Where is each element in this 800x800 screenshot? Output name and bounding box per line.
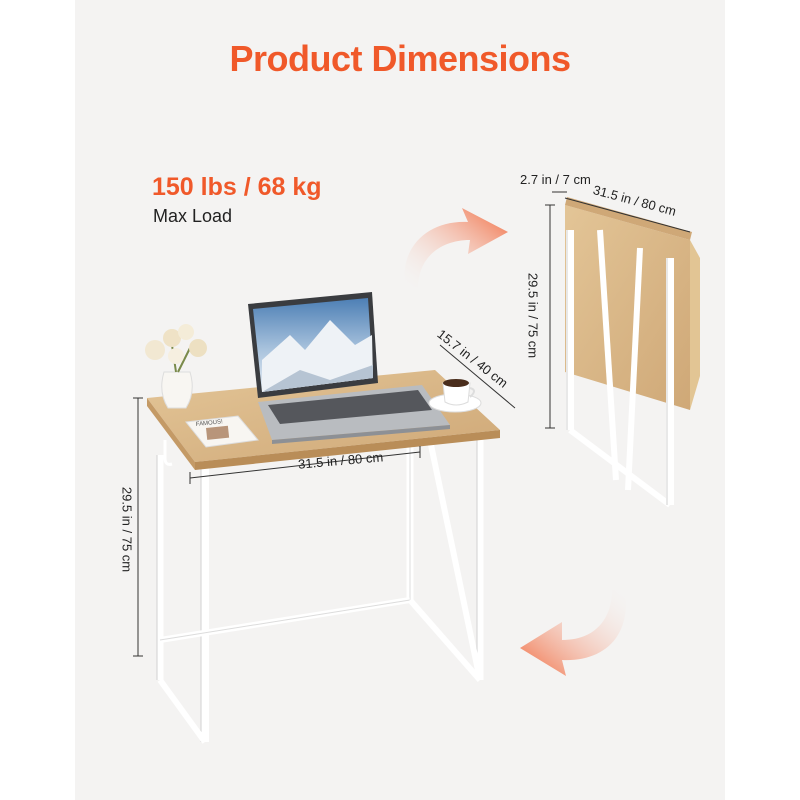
folded-width-dimension-line bbox=[564, 197, 691, 233]
max-load-label: Max Load bbox=[153, 206, 233, 226]
folded-height-label: 29.5 in / 75 cm bbox=[525, 272, 541, 359]
folded-desk bbox=[565, 197, 700, 508]
rotate-arrow-bottom-icon bbox=[520, 590, 626, 676]
open-desk: FAMOUS! bbox=[145, 292, 500, 744]
book-title: FAMOUS! bbox=[196, 419, 224, 428]
open-depth-dimension-line bbox=[439, 344, 516, 409]
folded-thickness-label: 2.7 in / 7 cm bbox=[520, 172, 591, 187]
open-height-label: 29.5 in / 75 cm bbox=[119, 486, 135, 573]
rotate-arrow-top-icon bbox=[404, 208, 508, 288]
page-title: Product Dimensions bbox=[229, 38, 571, 79]
open-width-dimension-line bbox=[189, 446, 421, 484]
max-load-value: 150 lbs / 68 kg bbox=[152, 173, 322, 201]
open-height-dimension-line bbox=[133, 397, 143, 657]
folded-height-dimension-line bbox=[545, 204, 555, 429]
